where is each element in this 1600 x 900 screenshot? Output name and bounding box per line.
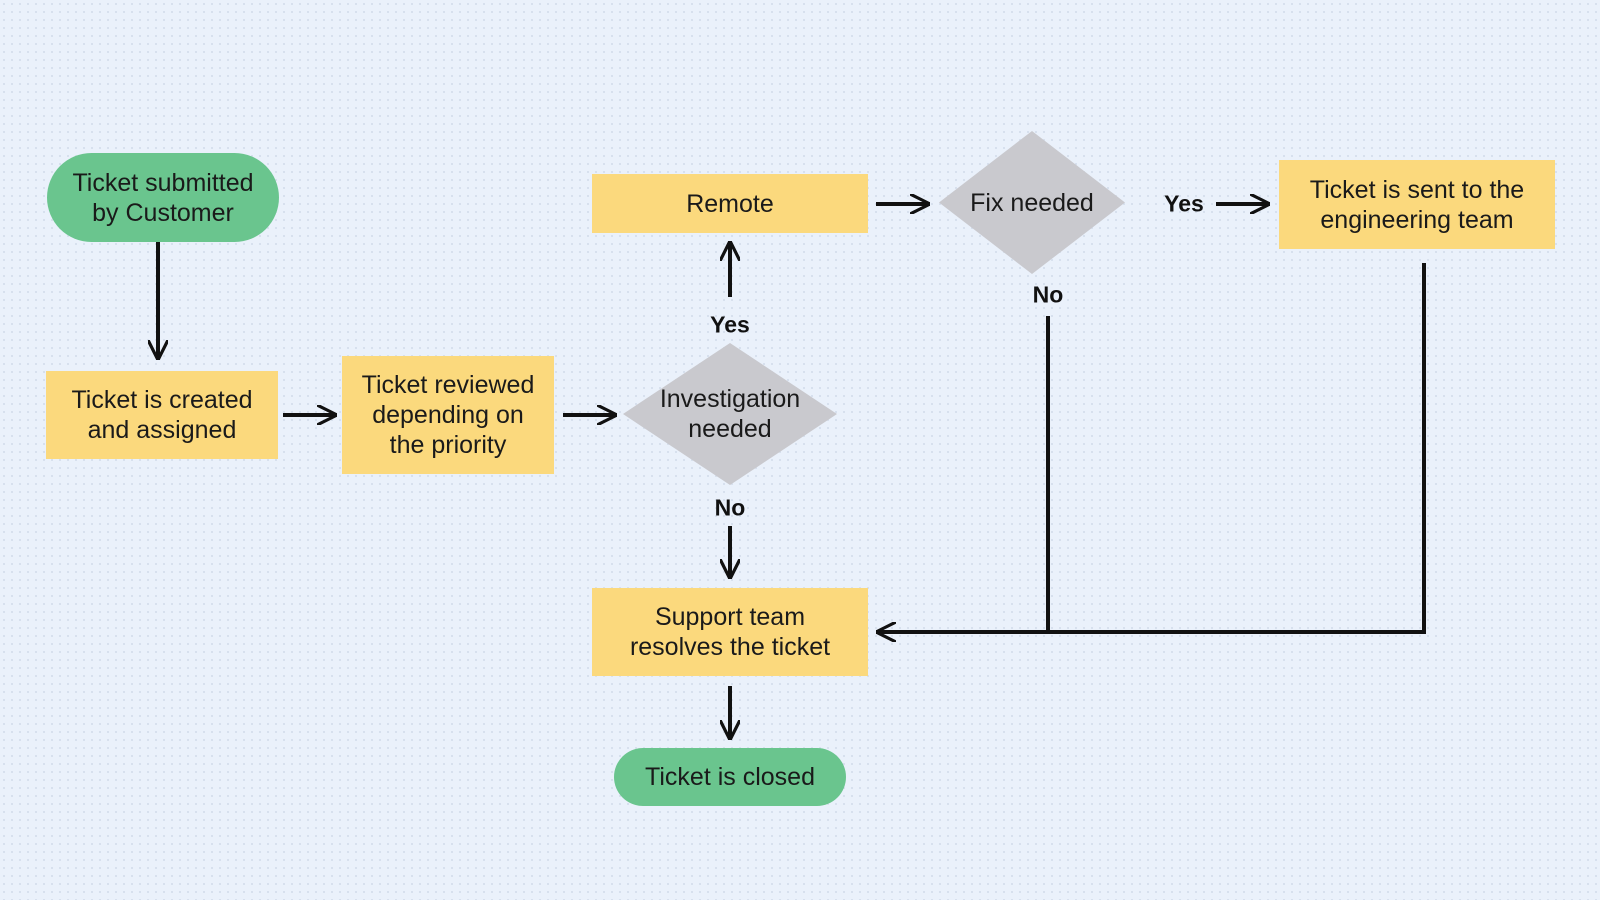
- node-ticket-submitted: Ticket submitted by Customer: [47, 153, 279, 242]
- node-ticket-reviewed: Ticket reviewed depending on the priorit…: [342, 356, 554, 474]
- node-engineering-team: Ticket is sent to the engineering team: [1279, 160, 1555, 249]
- connector-engineering-to-support: [876, 263, 1426, 632]
- node-support-resolves: Support team resolves the ticket: [592, 588, 868, 676]
- label-investigation-no: No: [714, 494, 746, 521]
- node-ticket-created: Ticket is created and assigned: [46, 371, 278, 459]
- label-fix-yes: Yes: [1164, 190, 1204, 217]
- node-remote: Remote: [592, 174, 868, 233]
- label-fix-no: No: [1032, 281, 1064, 308]
- label-investigation-yes: Yes: [710, 311, 750, 338]
- node-ticket-closed: Ticket is closed: [614, 748, 846, 806]
